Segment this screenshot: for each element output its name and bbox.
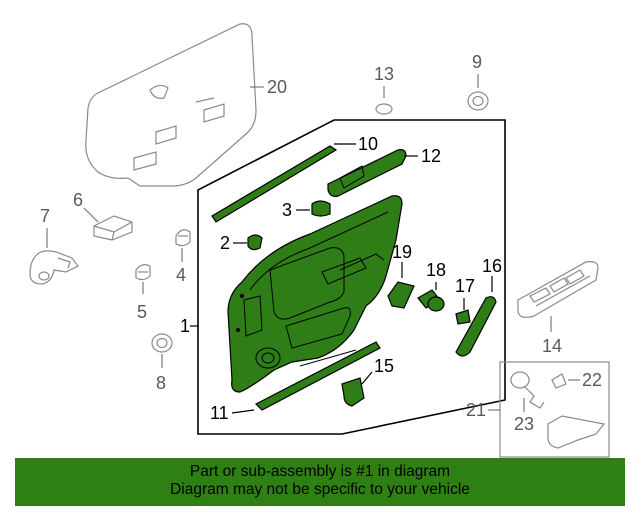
callout-5: 5	[137, 302, 147, 322]
part-16-trim[interactable]	[455, 296, 497, 357]
banner-line-2: Diagram may not be specific to your vehi…	[170, 481, 470, 498]
callout-23: 23	[514, 414, 534, 434]
part-20-door-shield[interactable]	[85, 23, 257, 187]
callout-20: 20	[267, 77, 287, 97]
part-18-knob[interactable]	[417, 289, 445, 312]
callout-22: 22	[582, 370, 602, 390]
part-7-bracket[interactable]	[29, 250, 79, 285]
part-1-door-trim-panel[interactable]	[227, 195, 403, 393]
part-21-lamp-lens[interactable]	[547, 415, 606, 449]
part-9-grommet[interactable]	[467, 91, 489, 111]
part-5-retainer[interactable]	[135, 264, 151, 281]
leader-15	[361, 371, 373, 385]
callout-17: 17	[455, 276, 475, 296]
part-22-bulb[interactable]	[551, 373, 567, 389]
part-6-clip[interactable]	[93, 215, 133, 241]
callout-19: 19	[392, 242, 412, 262]
callout-14: 14	[542, 336, 562, 356]
callout-11: 11	[210, 403, 229, 423]
callout-7: 7	[40, 206, 50, 226]
part-3-cap[interactable]	[311, 200, 331, 217]
part-15-bracket[interactable]	[341, 377, 365, 407]
part-13-plug[interactable]	[375, 103, 393, 115]
callout-4: 4	[176, 265, 186, 285]
disclaimer-banner: Part or sub-assembly is #1 in diagram Di…	[15, 458, 625, 506]
callout-2: 2	[220, 233, 230, 253]
callout-18: 18	[426, 260, 446, 280]
part-23-lamp-socket[interactable]	[510, 371, 545, 409]
part-14-window-switch[interactable]	[517, 261, 599, 318]
part-2-clip[interactable]	[247, 234, 263, 251]
callout-16: 16	[482, 256, 502, 276]
callout-9: 9	[472, 52, 482, 72]
callout-15: 15	[374, 356, 394, 376]
part-8-grommet[interactable]	[151, 333, 173, 353]
callout-10: 10	[358, 134, 378, 154]
leader-11	[231, 409, 255, 414]
part-12-handle-bezel[interactable]	[327, 149, 407, 197]
callout-13: 13	[374, 64, 394, 84]
banner-line-1: Part or sub-assembly is #1 in diagram	[189, 463, 451, 480]
callout-1: 1	[180, 316, 190, 336]
part-4-retainer[interactable]	[175, 229, 191, 247]
part-17-clip[interactable]	[455, 309, 471, 325]
part-19-switch[interactable]	[387, 281, 415, 309]
callout-12: 12	[421, 146, 441, 166]
callout-6: 6	[73, 190, 83, 210]
callout-8: 8	[156, 373, 166, 393]
callout-3: 3	[282, 200, 292, 220]
callout-21: 21	[466, 400, 486, 420]
part-11-lower-strip[interactable]	[254, 341, 381, 411]
leader-6	[83, 207, 99, 223]
assembly-1-boundary	[197, 119, 506, 435]
part-10-upper-strip[interactable]	[211, 145, 338, 223]
